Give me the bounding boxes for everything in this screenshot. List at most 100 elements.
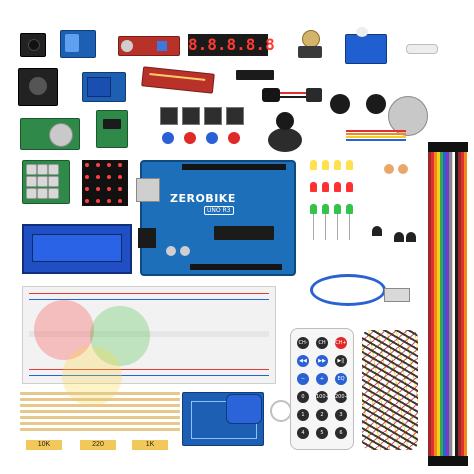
resistor-label-10k: 10K bbox=[26, 440, 62, 450]
remote-button: 5 bbox=[316, 427, 328, 439]
sensor-traces bbox=[149, 72, 206, 81]
water-level-sensor bbox=[141, 66, 215, 94]
wire-10 bbox=[455, 150, 458, 466]
wire-8 bbox=[449, 150, 452, 466]
matrix-dot bbox=[118, 187, 122, 191]
resistor bbox=[20, 416, 180, 419]
wire-1 bbox=[428, 150, 431, 466]
wire-13 bbox=[464, 150, 467, 466]
led-leg bbox=[313, 214, 314, 240]
matrix-dot bbox=[118, 175, 122, 179]
keypad-key bbox=[48, 188, 59, 199]
wire-4 bbox=[437, 150, 440, 466]
button-cap-blue bbox=[162, 132, 174, 144]
battery-snap bbox=[262, 84, 322, 108]
joystick-module bbox=[18, 68, 58, 106]
matrix-dot bbox=[85, 187, 89, 191]
atmega-chip bbox=[214, 226, 274, 240]
stepper-driver-board bbox=[96, 110, 128, 148]
shift-register-ic bbox=[236, 70, 274, 80]
dc-plug bbox=[306, 88, 322, 102]
matrix-dot bbox=[96, 187, 100, 191]
stepper-motor bbox=[388, 96, 428, 136]
led-dot-matrix bbox=[82, 160, 128, 206]
photoresistors bbox=[384, 164, 424, 194]
remote-button: 100+ bbox=[316, 391, 330, 403]
capacitor-1 bbox=[166, 246, 176, 256]
ribbon-red bbox=[346, 130, 406, 132]
dht11-sensor-module bbox=[60, 30, 96, 58]
led-yellow bbox=[334, 160, 341, 170]
keypad-key bbox=[37, 188, 48, 199]
wire-9 bbox=[452, 150, 456, 466]
keypad-key bbox=[48, 176, 59, 187]
battery-clip bbox=[262, 88, 280, 102]
led-red bbox=[346, 182, 353, 192]
led-green bbox=[346, 204, 353, 214]
driver-ic bbox=[103, 119, 121, 129]
segment-digits: 8.8.8.8.8 bbox=[188, 35, 275, 54]
led-leg bbox=[325, 214, 326, 240]
resistor bbox=[20, 404, 180, 407]
led-leg bbox=[349, 214, 350, 240]
photoresistor bbox=[398, 164, 408, 174]
jumper-tangle bbox=[362, 330, 418, 450]
transistor bbox=[406, 232, 416, 242]
wire-headers-bottom bbox=[428, 456, 468, 466]
button-caps bbox=[162, 132, 246, 150]
remote-button: CH+ bbox=[335, 337, 347, 349]
relay-box bbox=[87, 77, 111, 97]
ir-receiver-module bbox=[20, 33, 46, 57]
button-cap-blue bbox=[206, 132, 218, 144]
servo-horn-spare bbox=[406, 44, 438, 54]
led-red bbox=[322, 182, 329, 192]
led-yellow bbox=[346, 160, 353, 170]
matrix-dot bbox=[85, 199, 89, 203]
potentiometer bbox=[296, 30, 324, 60]
rail-red-top bbox=[29, 293, 269, 294]
ribbon-yellow bbox=[346, 136, 406, 138]
wire-11 bbox=[458, 150, 461, 466]
breadboard bbox=[22, 286, 276, 384]
remote-button: ▶|| bbox=[335, 355, 347, 367]
dht11-grille bbox=[65, 34, 79, 52]
matrix-dot bbox=[96, 175, 100, 179]
keypad-key bbox=[26, 164, 37, 175]
board-brand: ZEROBIKE bbox=[170, 192, 236, 205]
keypad-key bbox=[26, 176, 37, 187]
remote-button: 2 bbox=[316, 409, 328, 421]
sound-sensor-module bbox=[118, 36, 180, 56]
matrix-dot bbox=[118, 163, 122, 167]
remote-button: 200+ bbox=[335, 391, 349, 403]
servo-motor bbox=[345, 27, 387, 64]
remote-button: − bbox=[297, 373, 309, 385]
seven-segment-display: 8.8.8.8.8 bbox=[188, 34, 275, 56]
tactile-button-4 bbox=[226, 107, 244, 125]
remote-button: CH bbox=[316, 337, 328, 349]
keypad-key bbox=[26, 188, 37, 199]
rfid-key-fob bbox=[226, 394, 262, 424]
ribbon-blue bbox=[346, 139, 406, 141]
arduino-uno-board: ZEROBIKE UNO R3 bbox=[136, 160, 296, 276]
led-green bbox=[322, 204, 329, 214]
servo-horn bbox=[356, 27, 368, 37]
wire-6 bbox=[443, 150, 446, 466]
remote-button: ◀◀ bbox=[297, 355, 309, 367]
resistor-bundles bbox=[20, 392, 180, 438]
watermark-yellow bbox=[62, 346, 122, 406]
tactile-button-2 bbox=[182, 107, 200, 125]
coin-battery bbox=[49, 123, 73, 147]
transistor bbox=[372, 226, 382, 236]
relay-module bbox=[82, 72, 126, 102]
photoresistor bbox=[384, 164, 394, 174]
transistor bbox=[394, 232, 404, 242]
matrix-dot bbox=[107, 187, 111, 191]
resistor-label-220: 220 bbox=[80, 440, 116, 450]
key-ring bbox=[270, 400, 292, 422]
ribbon-jumpers bbox=[346, 130, 406, 144]
joystick-base bbox=[268, 128, 302, 152]
keypad-module bbox=[22, 160, 70, 204]
breadboard-divider bbox=[29, 331, 269, 337]
usb-connector bbox=[384, 288, 410, 302]
battery-wire-red bbox=[280, 92, 308, 94]
